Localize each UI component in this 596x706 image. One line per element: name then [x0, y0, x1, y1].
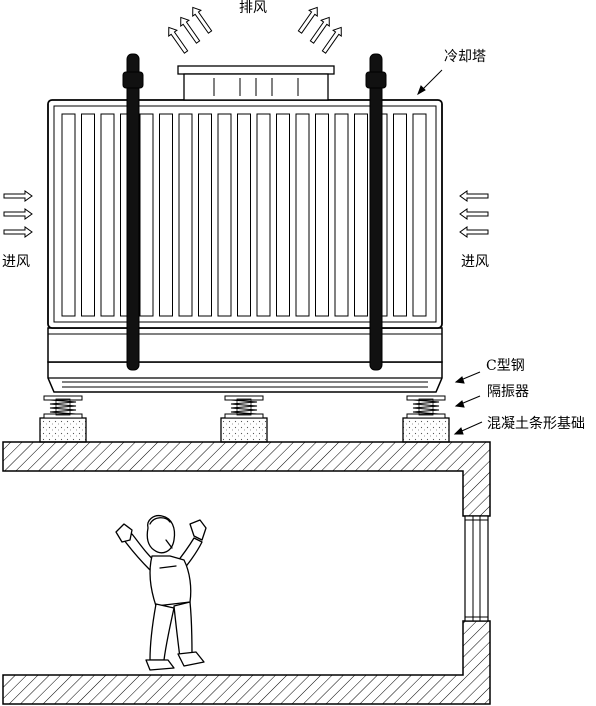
leader-lines	[417, 69, 483, 435]
louver-slat	[354, 113, 368, 317]
exhaust-arrow-icon	[309, 16, 330, 44]
isolator-spring	[224, 395, 264, 419]
foundation-block	[402, 417, 450, 443]
intake-arrow-icon	[3, 226, 33, 238]
louver-slat	[315, 113, 329, 317]
isolator-spring	[406, 395, 446, 419]
exhaust-arrow-icon	[192, 6, 213, 34]
louver-slat	[393, 113, 407, 317]
louver-slat	[217, 113, 232, 317]
louver-slat	[412, 113, 427, 317]
louver-slat	[61, 113, 76, 317]
foundation-label: 混凝土条形基础	[487, 415, 585, 432]
building-structure	[2, 441, 491, 705]
c-steel-beam	[47, 361, 443, 393]
vibration-isolators	[43, 395, 446, 419]
roof-slab-and-wall	[2, 441, 491, 517]
intake-arrow-icon	[459, 226, 489, 238]
louver-slat	[237, 113, 251, 317]
louver-slat	[139, 113, 154, 317]
louver-slat	[334, 113, 349, 317]
intake-arrow-icon	[3, 208, 33, 220]
louver-slat	[276, 113, 290, 317]
louver-slat	[295, 113, 310, 317]
support-post	[126, 53, 140, 371]
louver-slat	[81, 113, 95, 317]
cooling-tower	[47, 65, 443, 363]
window	[464, 515, 489, 622]
support-post	[369, 53, 383, 371]
exhaust-arrow-icon	[168, 26, 189, 54]
louver-slat	[256, 113, 271, 317]
louver-slat	[159, 113, 173, 317]
tower-base	[47, 327, 443, 363]
intake-arrow-icon	[459, 208, 489, 220]
louver-slat	[178, 113, 193, 317]
intake-arrow-icon	[3, 190, 33, 202]
exhaust-label: 排风	[239, 0, 267, 16]
person-figure	[115, 514, 207, 671]
foundation-block	[220, 417, 268, 443]
intake-right-label: 进风	[461, 254, 489, 270]
louver-slat	[198, 113, 212, 317]
isolator-spring	[43, 395, 83, 419]
fan-housing-lid	[177, 65, 335, 75]
intake-left-label: 进风	[2, 254, 30, 270]
exhaust-arrow-icon	[297, 6, 318, 34]
louver-slat	[100, 113, 115, 317]
floor-slab-and-wall	[2, 620, 491, 705]
airflow-arrows	[3, 6, 489, 238]
isolator-label: 隔振器	[487, 384, 529, 400]
concrete-foundations	[39, 417, 450, 443]
intake-arrow-icon	[459, 190, 489, 202]
foundation-block	[39, 417, 87, 443]
exhaust-arrow-icon	[180, 16, 201, 44]
c-steel-label: C型钢	[486, 358, 525, 374]
support-posts	[122, 53, 387, 371]
cooling-tower-label: 冷却塔	[444, 49, 486, 65]
labels: 排风 冷却塔 进风 进风 C型钢 隔振器 混凝土条形基础	[2, 0, 585, 432]
exhaust-arrow-icon	[321, 26, 342, 54]
